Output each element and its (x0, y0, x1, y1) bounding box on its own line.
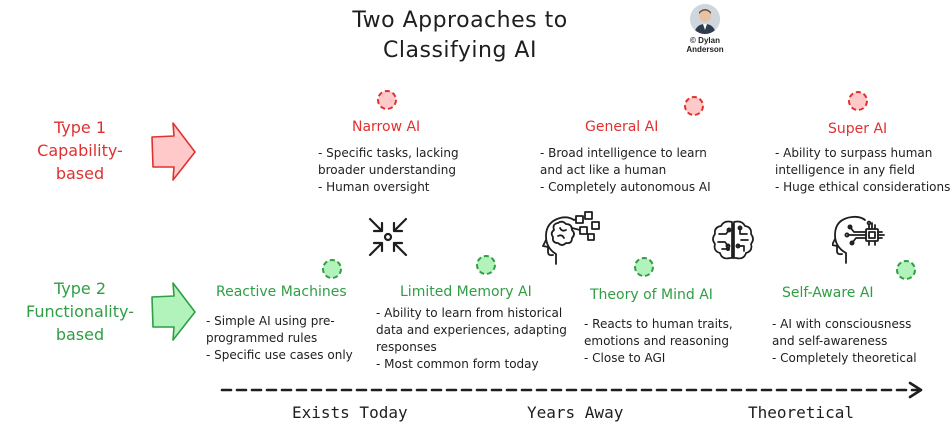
bullet-line: programmed rules (206, 331, 318, 345)
type1-label: Type 1 Capability- based (0, 116, 160, 185)
general-ai-heading: General AI (585, 119, 659, 135)
bullet-line: - Specific use cases only (206, 348, 353, 362)
type2-dot-4-icon (896, 260, 916, 280)
bullet-line: emotions and reasoning (584, 334, 730, 348)
timeline-arrow-icon (220, 381, 923, 399)
type2-line-2: Functionality- (26, 302, 134, 321)
type2-dot-1-icon (322, 259, 342, 279)
bullet-line: - Reacts to human traits, (584, 317, 733, 331)
compress-arrows-icon (368, 217, 408, 257)
bullet-line: intelligence in any field (775, 163, 915, 177)
type1-dot-3-icon (848, 91, 868, 111)
bullet-line: - Close to AGI (584, 351, 666, 365)
type2-label: Type 2 Functionality- based (0, 277, 160, 346)
type2-line-3: based (55, 325, 105, 344)
bullet-line: - Broad intelligence to learn (540, 146, 707, 160)
narrow-ai-heading: Narrow AI (352, 119, 421, 135)
general-ai-bullets: - Broad intelligence to learn and act li… (540, 145, 711, 196)
self-aware-ai-heading: Self-Aware AI (782, 285, 874, 301)
credit-line-2: Anderson (686, 45, 724, 54)
bullet-line: - Completely theoretical (772, 351, 917, 365)
type2-line-1: Type 2 (53, 279, 106, 298)
timeline-label-theoretical: Theoretical (748, 403, 854, 422)
bullet-line: and self-awareness (772, 334, 888, 348)
bullet-line: - Ability to surpass human (775, 146, 933, 160)
bullet-line: - Completely autonomous AI (540, 180, 711, 194)
bullet-line: - Most common form today (376, 357, 539, 371)
bullet-line: and act like a human (540, 163, 667, 177)
person-icon (690, 4, 720, 34)
title-line-1: Two Approaches to (352, 8, 568, 33)
author-credit: © Dylan Anderson (672, 36, 738, 54)
type2-arrow-icon (151, 282, 196, 341)
timeline-label-years-away: Years Away (527, 403, 624, 422)
type1-dot-1-icon (377, 90, 397, 110)
timeline-label-exists-today: Exists Today (292, 403, 408, 422)
bullet-line: - Specific tasks, lacking (318, 146, 459, 160)
narrow-ai-bullets: - Specific tasks, lacking broader unders… (318, 145, 459, 196)
bullet-line: responses (376, 340, 437, 354)
theory-of-mind-ai-bullets: - Reacts to human traits, emotions and r… (584, 316, 733, 367)
theory-of-mind-ai-heading: Theory of Mind AI (590, 287, 713, 303)
limited-memory-ai-bullets: - Ability to learn from historical data … (376, 305, 567, 373)
type1-line-2: Capability- (37, 141, 123, 160)
page-title: Two Approaches to Classifying AI (330, 6, 590, 66)
type1-line-1: Type 1 (53, 118, 106, 137)
type1-arrow-icon (151, 122, 196, 181)
brain-circuit-head-icon (542, 211, 600, 265)
bullet-line: data and experiences, adapting (376, 323, 567, 337)
self-aware-ai-bullets: - AI with consciousness and self-awarene… (772, 316, 917, 367)
circuit-brain-icon (712, 220, 754, 260)
author-avatar (690, 4, 720, 34)
bullet-line: broader understanding (318, 163, 456, 177)
bullet-line: - Ability to learn from historical (376, 306, 563, 320)
reactive-machines-heading: Reactive Machines (216, 284, 347, 300)
type1-dot-2-icon (684, 96, 704, 116)
type2-dot-3-icon (634, 257, 654, 277)
title-line-2: Classifying AI (383, 38, 537, 63)
bullet-line: - Simple AI using pre- (206, 314, 335, 328)
limited-memory-ai-heading: Limited Memory AI (400, 284, 532, 300)
super-ai-heading: Super AI (828, 121, 888, 137)
super-ai-bullets: - Ability to surpass human intelligence … (775, 145, 950, 196)
reactive-machines-bullets: - Simple AI using pre- programmed rules … (206, 313, 353, 364)
bullet-line: - Human oversight (318, 180, 430, 194)
type1-line-3: based (55, 164, 105, 183)
bullet-line: - Huge ethical considerations (775, 180, 951, 194)
credit-line-1: © Dylan (690, 36, 720, 45)
bullet-line: - AI with consciousness (772, 317, 912, 331)
type2-dot-2-icon (476, 255, 496, 275)
chip-head-icon (832, 215, 885, 264)
